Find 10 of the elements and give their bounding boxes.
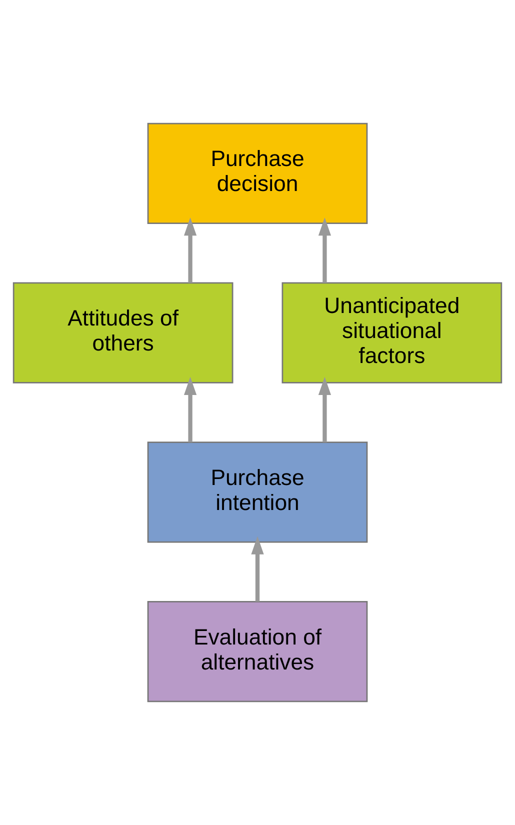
arrow <box>318 376 332 442</box>
node-box: Evaluation of alternatives <box>147 600 368 702</box>
node-box: Purchase intention <box>147 442 368 543</box>
arrow <box>318 218 332 283</box>
node-box: Attitudes of others <box>12 282 234 384</box>
arrow <box>184 376 197 442</box>
arrow <box>251 536 264 602</box>
arrow <box>184 218 197 283</box>
node-box: Purchase decision <box>147 122 368 224</box>
node-box: Unanticipated situational factors <box>282 282 502 384</box>
